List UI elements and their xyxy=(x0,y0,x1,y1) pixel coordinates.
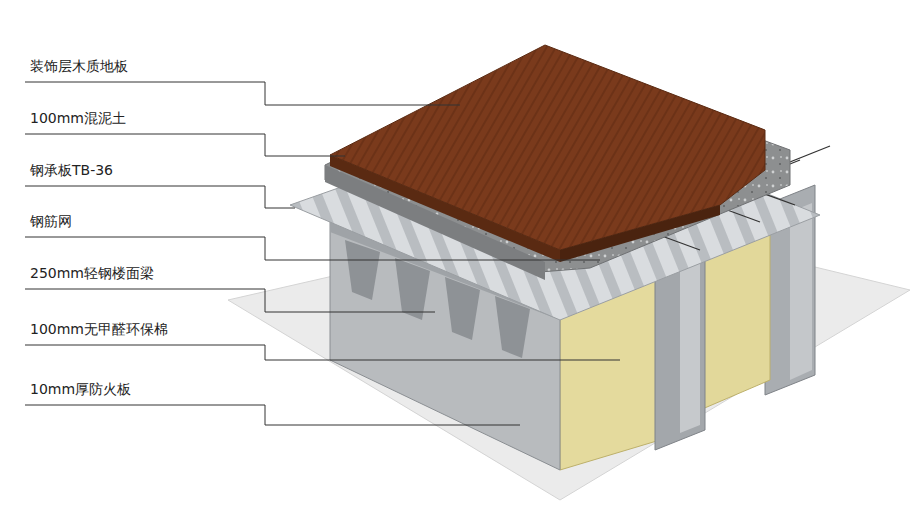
part-label: 钢承板TB-36 xyxy=(30,162,113,179)
part-label: 250mm轻钢楼面梁 xyxy=(30,265,154,282)
part-label: 100mm混泥土 xyxy=(30,110,126,127)
part-label: 装饰层木质地板 xyxy=(30,58,128,75)
part-label: 100mm无甲醛环保棉 xyxy=(30,321,168,338)
part-label: 钢筋网 xyxy=(30,213,72,230)
part-label: 10mm厚防火板 xyxy=(30,381,131,398)
